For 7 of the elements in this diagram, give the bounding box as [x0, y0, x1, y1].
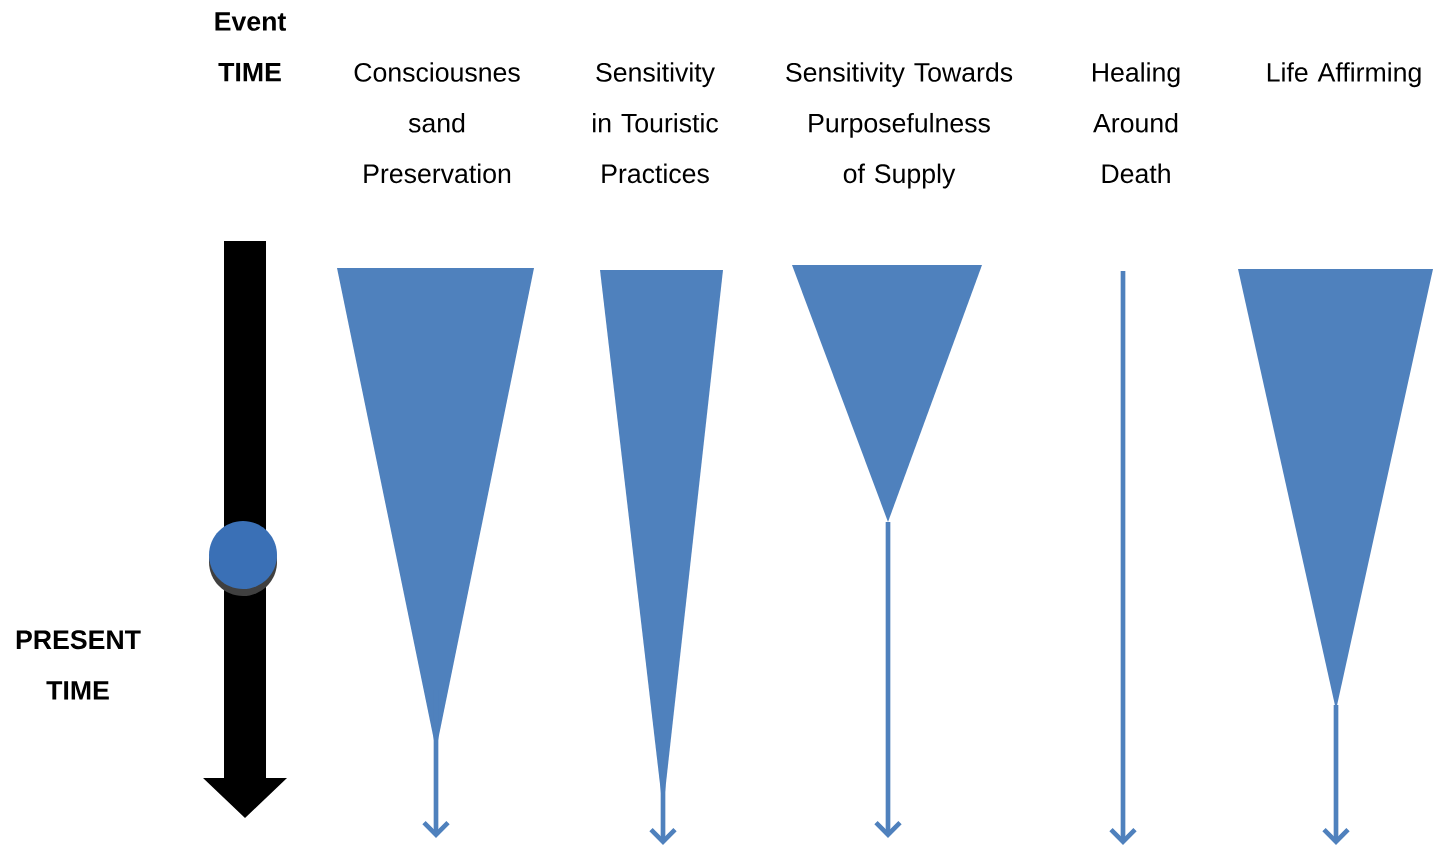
column-heading: Consciousnes sand Preservation — [354, 62, 520, 184]
column-heading: Life Affirming — [1267, 62, 1421, 88]
column-heading: Sensitivity Towards Purposefulness of Supply — [786, 62, 1013, 189]
axis-label: Event TIME — [215, 12, 286, 82]
column-heading: Healing Around Death — [1093, 62, 1180, 184]
axis-label: PRESENT TIME — [16, 630, 141, 700]
column-heading: Sensitivity in Touristic Practices — [593, 62, 718, 184]
